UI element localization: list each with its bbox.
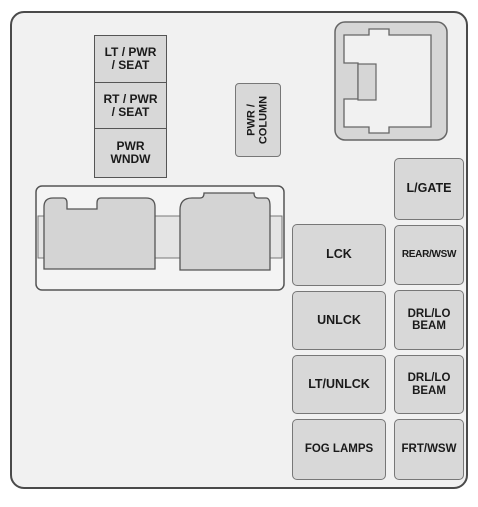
- fuse-drl-lo-beam-2: DRL/LO BEAM: [394, 355, 464, 414]
- fuse-pwr-wndw: PWR WNDW: [95, 129, 166, 176]
- fuse-l-gate-label: L/GATE: [406, 181, 452, 196]
- fuse-pwr-wndw-label: PWR WNDW: [110, 138, 151, 166]
- relay-stack-left: LT / PWR / SEAT RT / PWR / SEAT PWR WNDW: [94, 35, 167, 178]
- fuse-pwr-column-label: PWR / COLUMN: [245, 95, 269, 145]
- fuse-rt-pwr-seat: RT / PWR / SEAT: [95, 83, 166, 129]
- fuse-lck-label: LCK: [326, 247, 352, 262]
- fuse-frt-wsw: FRT/WSW: [394, 419, 464, 480]
- fuse-rt-pwr-seat-label: RT / PWR / SEAT: [103, 91, 158, 119]
- fuse-drl-lo-beam-1-label: DRL/LO BEAM: [407, 307, 451, 332]
- fuse-lt-unlck-label: LT/UNLCK: [308, 376, 370, 391]
- fuse-lt-unlck: LT/UNLCK: [292, 355, 386, 414]
- fuse-drl-lo-beam-2-label: DRL/LO BEAM: [407, 372, 451, 397]
- fuse-unlck: UNLCK: [292, 291, 386, 350]
- connector-top-right: [334, 21, 448, 141]
- connector-left-horizontal: [35, 185, 285, 291]
- fuse-fog-lamps: FOG LAMPS: [292, 419, 386, 480]
- fuse-lt-pwr-seat-label: LT / PWR / SEAT: [104, 45, 157, 72]
- fuse-pwr-column: PWR / COLUMN: [235, 83, 281, 157]
- fuse-lck: LCK: [292, 224, 386, 286]
- fuse-drl-lo-beam-1: DRL/LO BEAM: [394, 290, 464, 350]
- fuse-frt-wsw-label: FRT/WSW: [401, 443, 457, 456]
- fuse-l-gate: L/GATE: [394, 158, 464, 220]
- fuse-rear-wsw: REAR/WSW: [394, 225, 464, 285]
- fuse-rear-wsw-label: REAR/WSW: [401, 248, 457, 260]
- fuse-lt-pwr-seat: LT / PWR / SEAT: [95, 36, 166, 83]
- fuse-fog-lamps-label: FOG LAMPS: [304, 443, 374, 456]
- fuse-unlck-label: UNLCK: [317, 312, 361, 327]
